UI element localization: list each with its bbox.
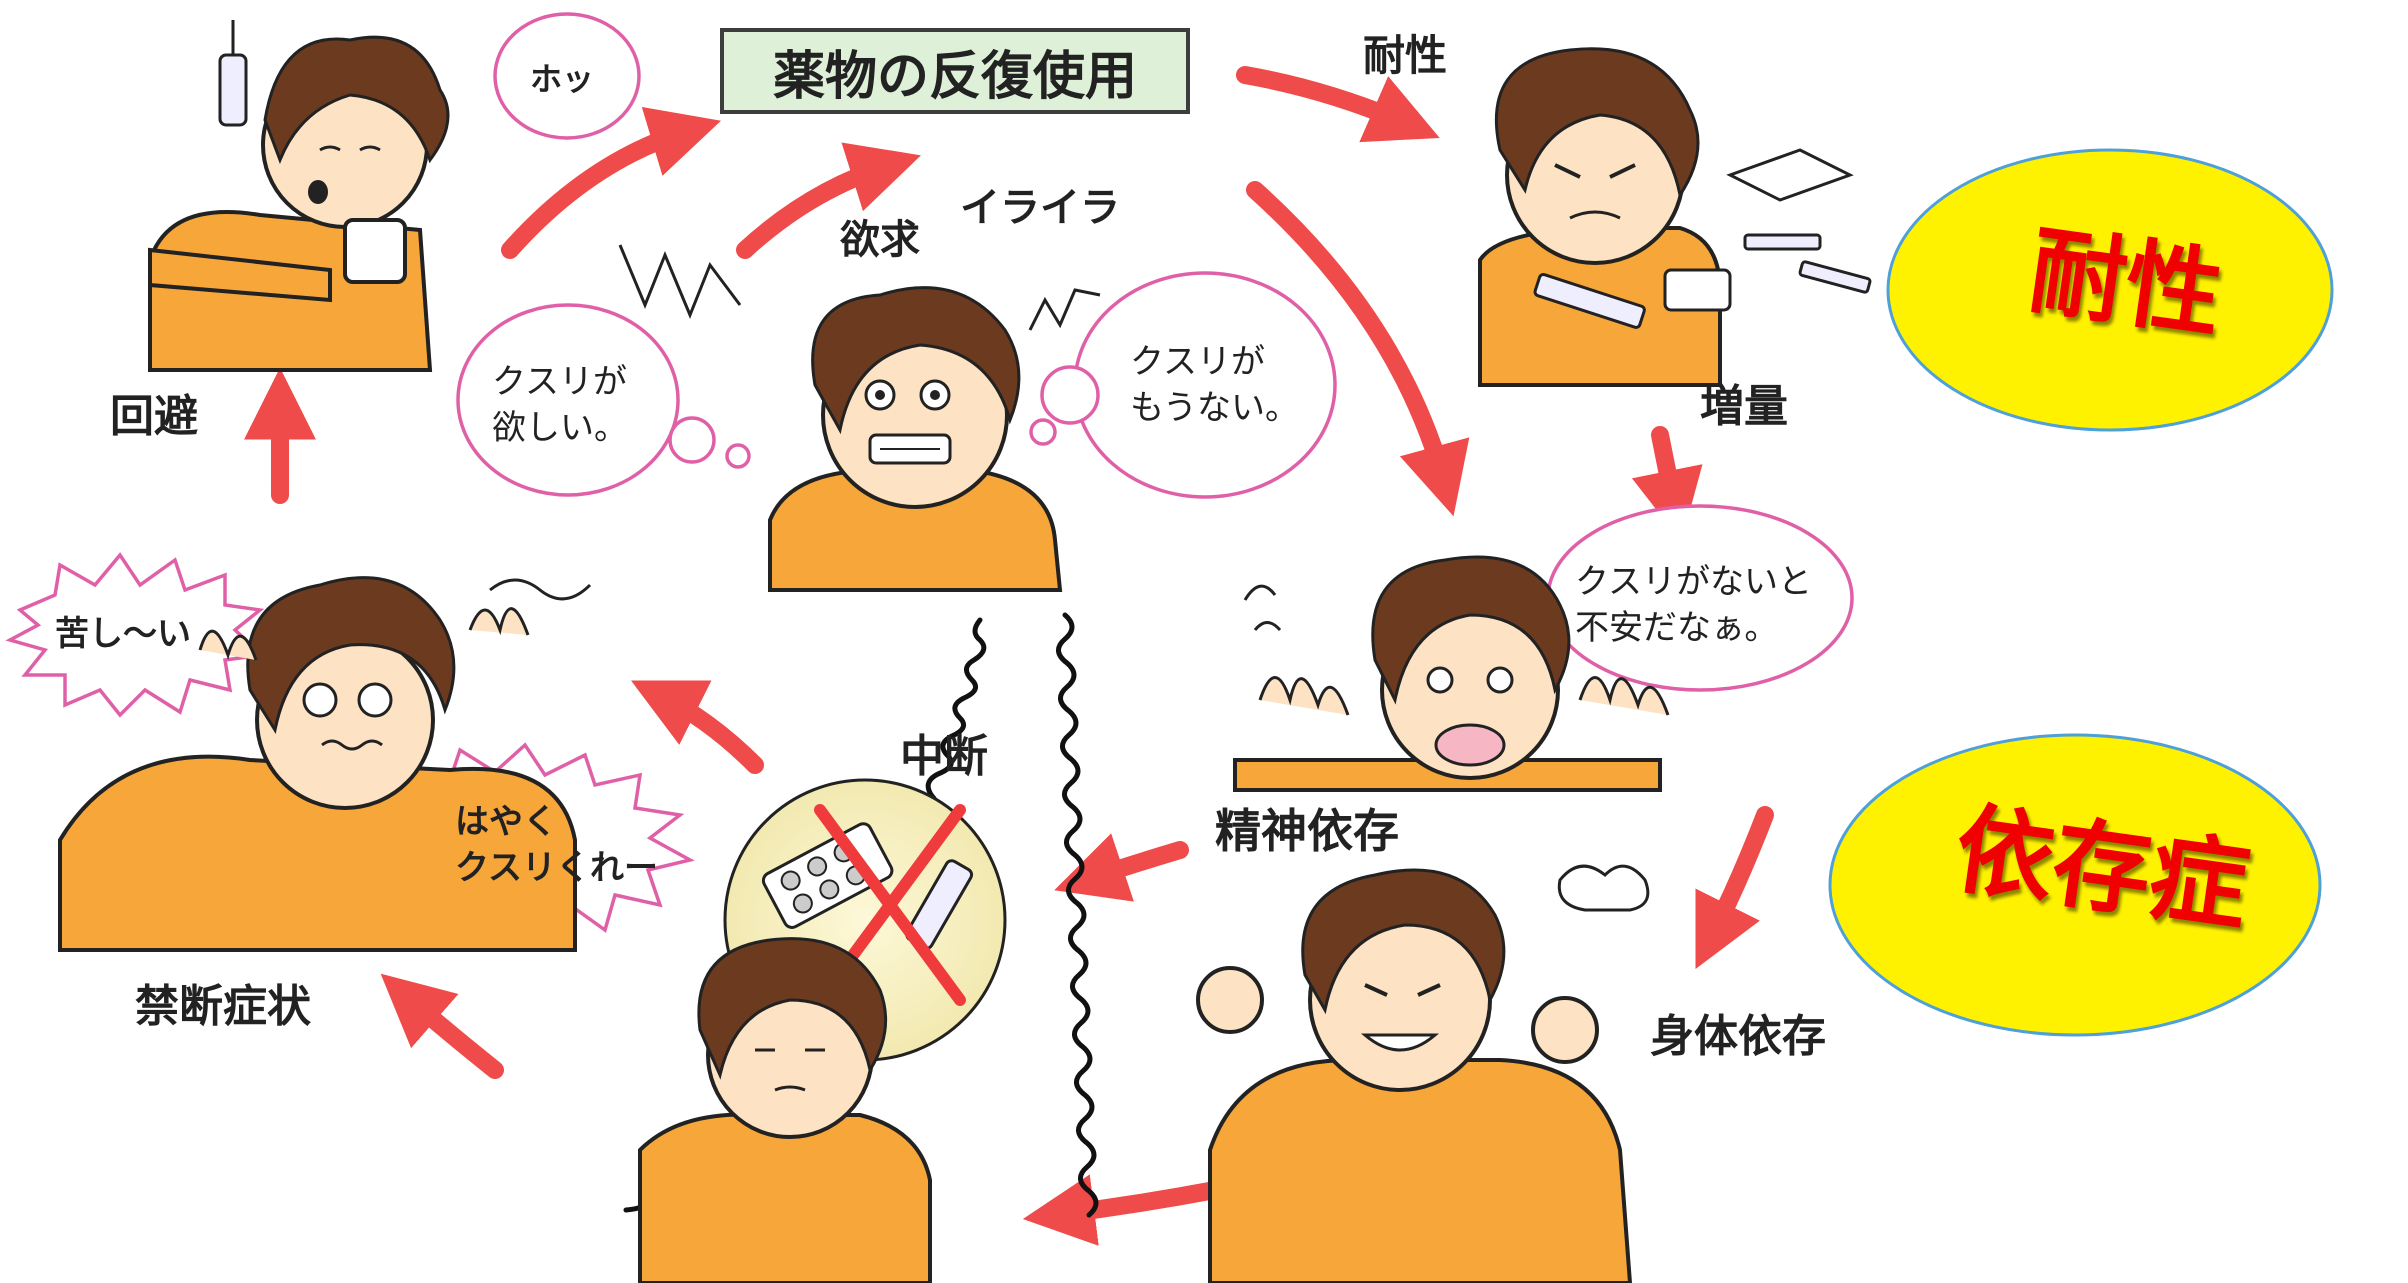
arrow-withdrawal-up-to-suffering	[380, 973, 504, 1079]
arrow-interruption-to-painful	[631, 680, 764, 774]
arrow-craving-to-repeated-use	[736, 142, 921, 259]
bubble-give-drugs-line-2: クスリくれー	[455, 847, 658, 888]
arrow-physical-to-interruption	[1022, 1174, 1224, 1246]
character-physical-dependence	[1196, 864, 1650, 1283]
label-interruption: 中断	[900, 731, 988, 782]
bubble-anxious-line-2: 不安だなぁ。	[1575, 607, 1779, 648]
label-psychological-dependence: 精神依存	[1215, 804, 1399, 858]
arrow-increase-to-anxiety	[1631, 426, 1703, 542]
bubble-anxious-text: クスリがないと 不安だなぁ。	[1575, 560, 1812, 652]
dependence-badge	[1828, 733, 2322, 1037]
title-box: 薬物の反復使用	[720, 28, 1190, 114]
character-anxious	[1233, 555, 1670, 792]
label-physical-dependence: 身体依存	[1650, 1011, 1826, 1062]
arrow-psych-to-interruption	[1054, 833, 1189, 902]
character-tolerance	[1478, 47, 1872, 387]
character-interruption	[638, 778, 1007, 1283]
arrow-repeated-use-to-psych-dependence	[1246, 181, 1470, 517]
arrow-repeated-use-to-tolerance	[1236, 66, 1440, 143]
bubble-no-drugs-line-1: クスリが	[1130, 342, 1265, 382]
bubble-painful-text: 苦し～い	[55, 614, 191, 654]
title-text: 薬物の反復使用	[772, 46, 1137, 107]
label-craving: 欲求	[840, 217, 920, 263]
tolerance-badge-text: 耐性	[2023, 214, 2229, 352]
arrow-relief-to-repeated-use	[501, 106, 722, 259]
bubble-want-drugs-text: クスリが 欲しい。	[492, 360, 628, 452]
bubble-give-drugs-line-1: はやく	[455, 802, 557, 842]
character-withdrawal	[58, 576, 592, 952]
bubble-want-drugs	[456, 303, 680, 497]
character-injecting-relief	[148, 20, 450, 372]
wavy-line-right	[1056, 612, 1099, 1218]
label-tolerance-top: 耐性	[1363, 31, 1448, 80]
bubble-want-drugs-line-2: 欲しい。	[492, 407, 628, 448]
bubble-relief	[493, 12, 641, 140]
label-withdrawal-symptoms: 禁断症状	[135, 981, 311, 1032]
bubble-anxious-line-1: クスリがないと	[1575, 562, 1812, 602]
label-avoidance: 回避	[110, 391, 198, 442]
arrow-to-physical-dependence	[1695, 806, 1774, 969]
spiky-bubble-painful	[5, 552, 266, 718]
tolerance-badge	[1886, 148, 2334, 432]
bubble-relief-text: ホッ	[530, 60, 595, 98]
bubble-want-drugs-line-1: クスリが	[492, 362, 627, 402]
label-irritation: イライラ	[960, 185, 1120, 231]
character-craving	[618, 244, 1101, 592]
label-increase: 増量	[1700, 381, 1788, 432]
bubble-give-drugs-text: はやく クスリくれー	[455, 800, 658, 892]
bubble-no-drugs-text: クスリが もうない。	[1130, 340, 1299, 432]
bubble-no-drugs-line-2: もうない。	[1130, 387, 1299, 428]
